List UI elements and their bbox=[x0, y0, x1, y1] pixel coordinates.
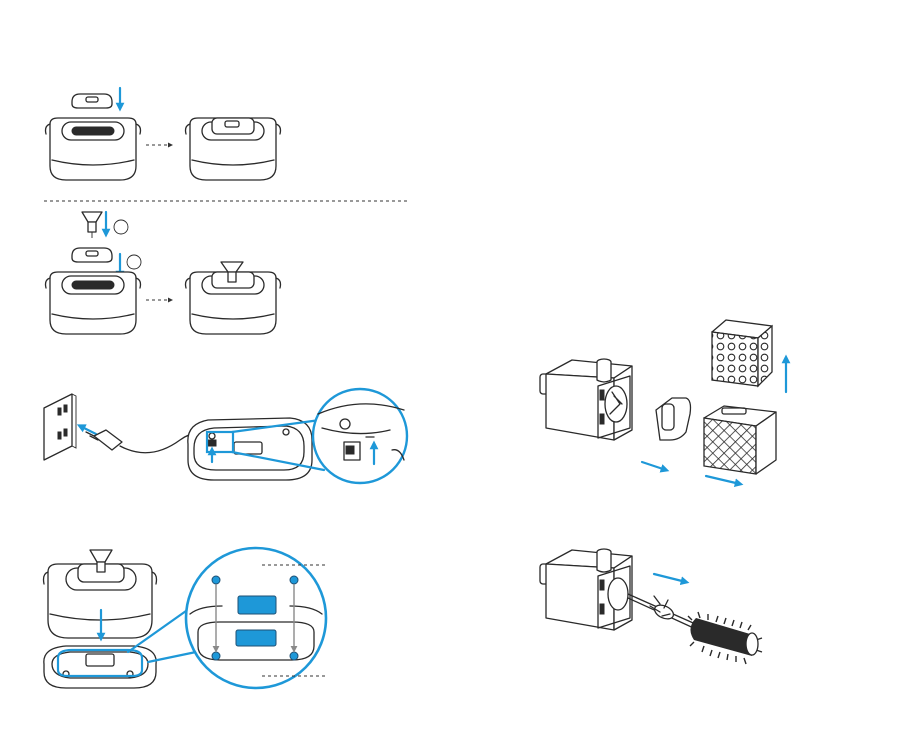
step-marker-2 bbox=[127, 255, 141, 269]
wall-outlet bbox=[44, 394, 76, 460]
step-pump-filter-removal bbox=[540, 320, 786, 484]
fountain-body-before bbox=[46, 118, 141, 180]
zoom-circle-port bbox=[313, 389, 407, 483]
step-cap-and-knob-installation bbox=[46, 212, 281, 334]
water-pump bbox=[540, 359, 632, 440]
water-pump-2 bbox=[540, 549, 632, 630]
sponge-filter bbox=[712, 320, 772, 386]
step-power-connection bbox=[44, 389, 407, 483]
brush-bristles bbox=[688, 612, 762, 664]
lid-cap-part bbox=[72, 94, 112, 108]
step-base-placement bbox=[44, 548, 327, 688]
power-plug bbox=[86, 430, 122, 450]
brush-insert-arrow bbox=[654, 574, 686, 582]
cover-remove-arrow bbox=[642, 462, 666, 470]
step-lid-cap-installation bbox=[46, 88, 281, 180]
fountain-base-top-view bbox=[188, 418, 312, 480]
fountain-base-plate bbox=[44, 646, 156, 688]
knob-part bbox=[82, 212, 102, 238]
zoom-circle-alignment bbox=[186, 548, 326, 688]
cage-remove-arrow bbox=[706, 476, 740, 484]
step-pump-brush-cleaning bbox=[540, 549, 762, 664]
step-marker-1 bbox=[114, 220, 128, 234]
fountain-body-after bbox=[186, 118, 281, 180]
pump-cover bbox=[656, 398, 691, 440]
fountain-body-before-2 bbox=[46, 272, 141, 334]
fountain-body-after-2 bbox=[186, 262, 281, 334]
filter-cage bbox=[704, 406, 776, 474]
cleaning-brush bbox=[628, 594, 762, 664]
lid-cap-part-2 bbox=[72, 248, 112, 262]
